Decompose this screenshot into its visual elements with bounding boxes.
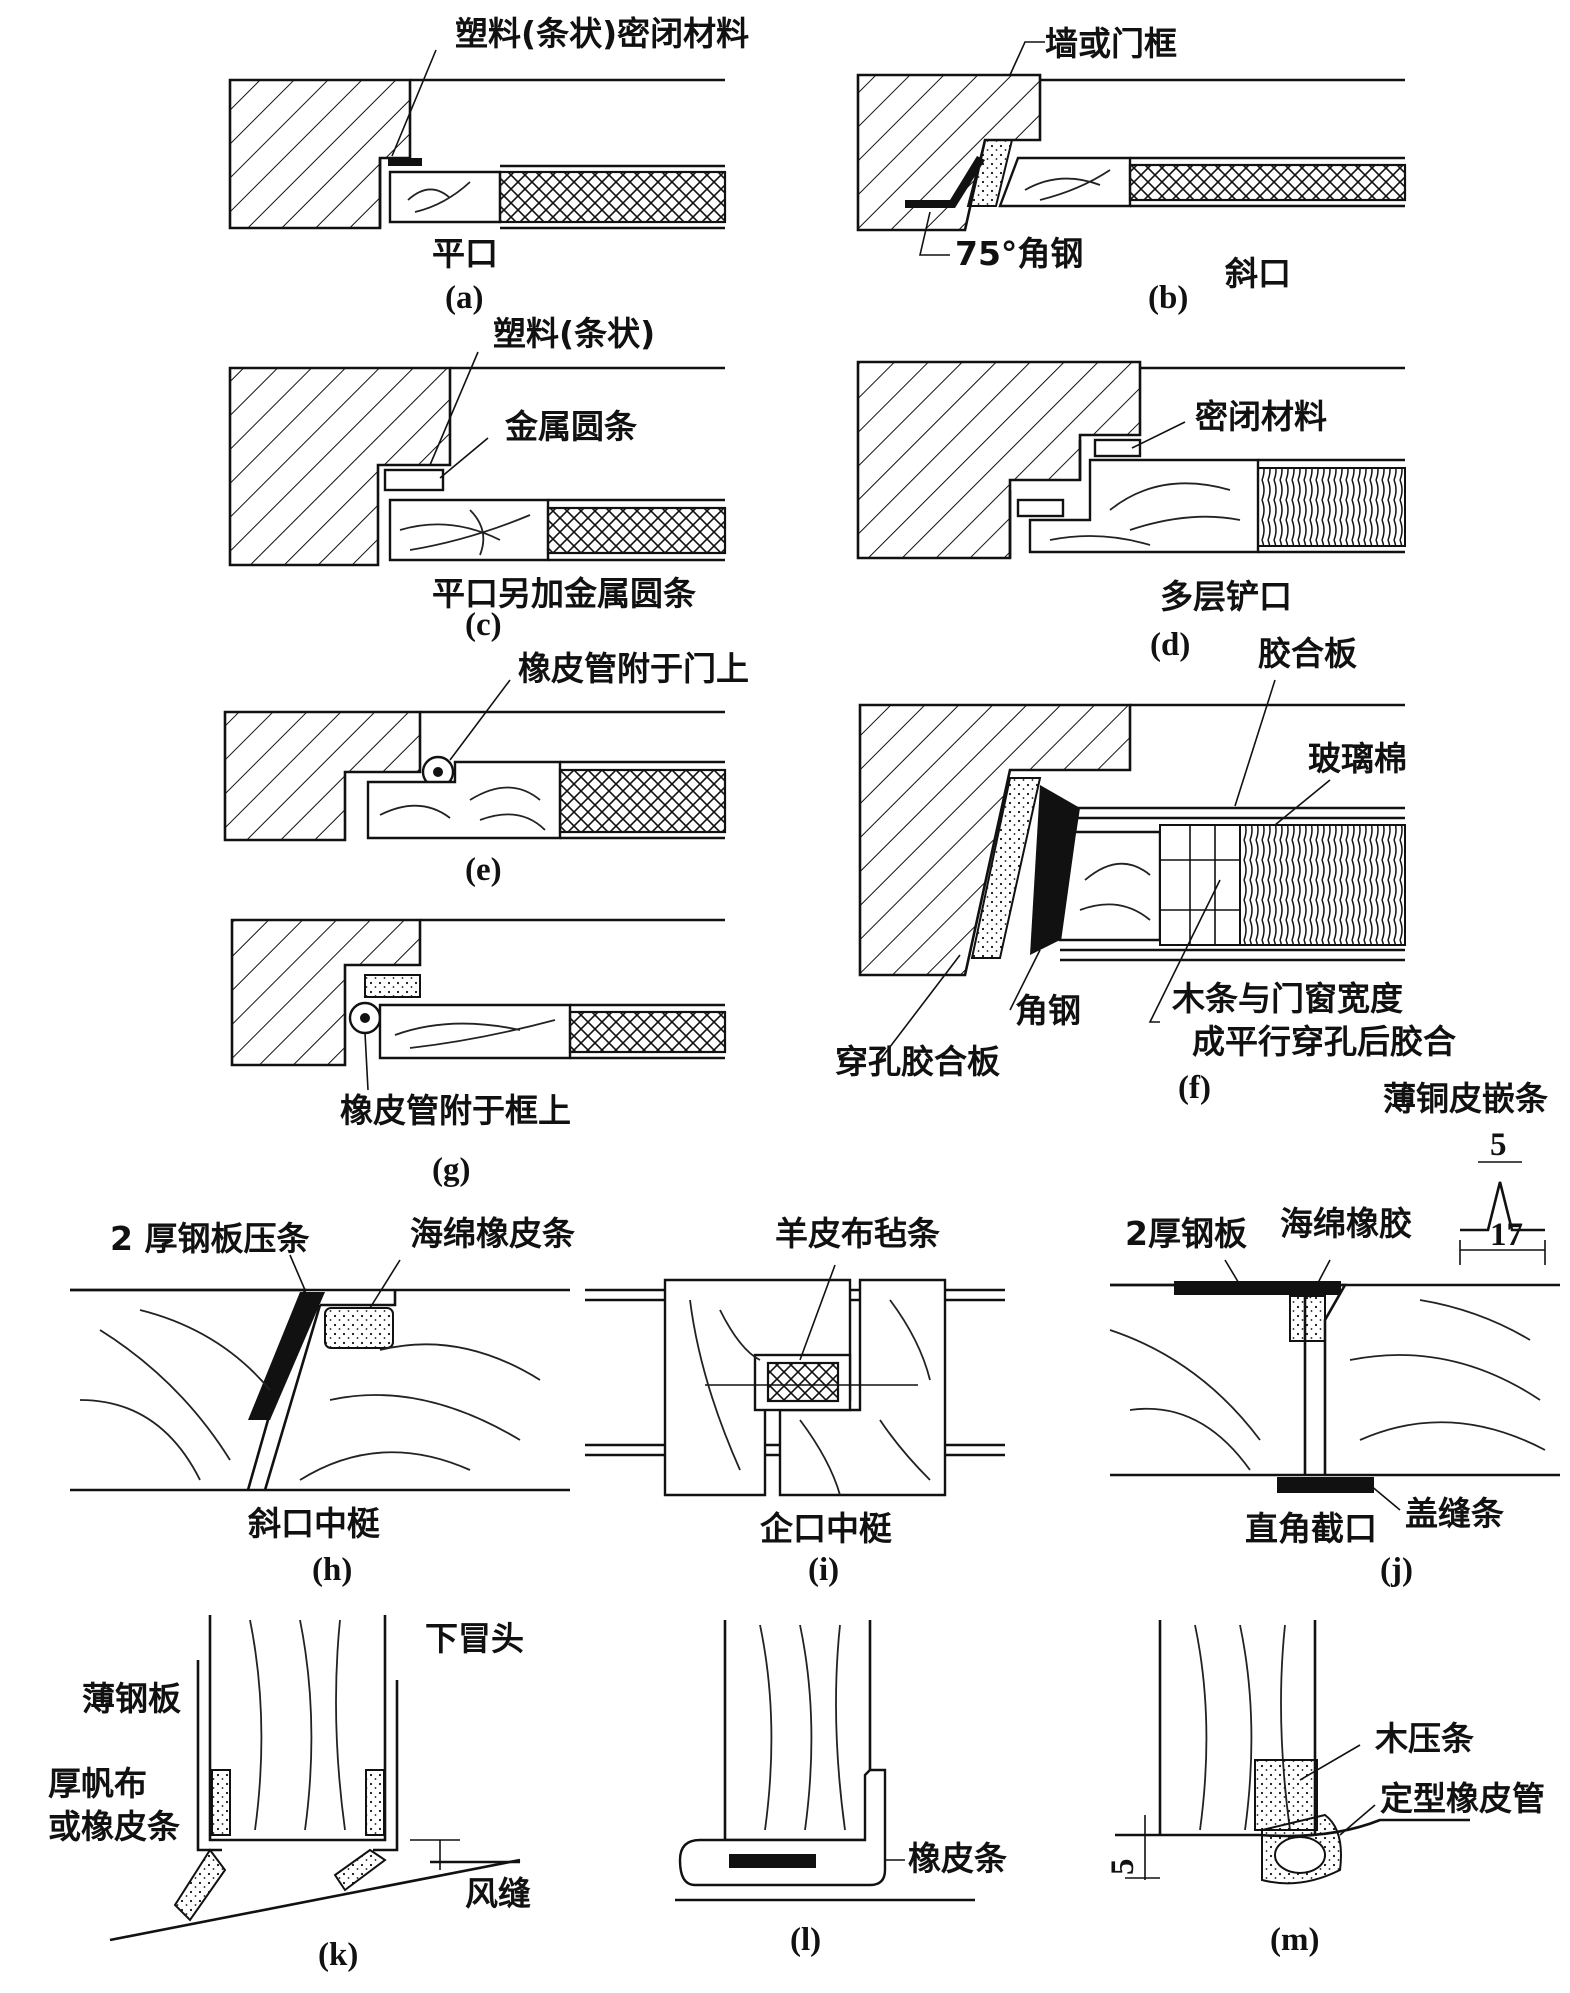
caption-k: (k): [318, 1937, 358, 1973]
label-k-canvas-1: 厚帆布: [48, 1764, 147, 1803]
label-f-wood-strip-1: 木条与门窗宽度: [1171, 979, 1403, 1018]
figure-i: 羊皮布毡条 企口中梃 (i): [585, 1214, 1005, 1588]
cover-strip-j: [1277, 1477, 1374, 1493]
label-h-steel-strip: 2 厚钢板压条: [110, 1219, 309, 1258]
title-i: 企口中梃: [760, 1509, 892, 1548]
label-d-sealing-material: 密闭材料: [1195, 397, 1327, 436]
label-h-sponge-strip: 海绵橡皮条: [410, 1214, 575, 1253]
label-k-canvas-2: 或橡皮条: [48, 1807, 180, 1846]
label-b-wall-frame: 墙或门框: [1045, 24, 1177, 63]
panel-f-glasswool: [1239, 824, 1406, 946]
figure-l: 橡皮条 (l): [675, 1620, 1007, 1958]
sponge-rubber-j: [1289, 1295, 1326, 1342]
caption-i: (i): [808, 1552, 839, 1588]
figure-d: 密闭材料 多层铲口 (d): [856, 360, 1406, 663]
figure-h: 2 厚钢板压条 海绵橡皮条 斜口中梃 (h): [70, 1214, 575, 1588]
label-l-rubber-strip: 橡皮条: [908, 1839, 1007, 1878]
title-b: 斜口: [1225, 254, 1291, 293]
label-i-felt-strip: 羊皮布毡条: [775, 1214, 940, 1253]
figure-e: 橡皮管附于门上 (e): [223, 649, 749, 888]
label-f-perforated-plywood: 穿孔胶合板: [835, 1042, 1000, 1081]
label-f-glasswool: 玻璃棉: [1308, 739, 1407, 778]
figure-f: 胶合板 玻璃棉 角钢 穿孔胶合板 木条与门窗宽度 成平行穿孔后胶合 (f): [835, 634, 1456, 1106]
felt-strip-i: [766, 1361, 840, 1403]
panel-d-glasswool: [1257, 467, 1406, 547]
caption-g: (g): [432, 1152, 470, 1188]
label-k-wind-gap: 风缝: [465, 1874, 531, 1913]
label-m-wood-batten: 木压条: [1374, 1719, 1474, 1758]
title-h: 斜口中梃: [248, 1504, 380, 1543]
caption-h: (h): [312, 1552, 352, 1588]
caption-e: (e): [465, 852, 502, 888]
steel-plate-j: [1174, 1281, 1341, 1295]
figure-a: 塑料(条状)密闭材料 平口 (a): [228, 14, 749, 316]
figure-k: 下冒头 薄钢板 厚帆布 或橡皮条 风缝 (k): [48, 1615, 531, 1973]
label-j-cover-strip: 盖缝条: [1405, 1494, 1504, 1533]
caption-a: (a): [445, 280, 483, 316]
sponge-strip-h: [324, 1307, 394, 1349]
label-j-brass-inlay: 薄铜皮嵌条: [1383, 1079, 1548, 1118]
label-g-rubber-tube-on-frame: 橡皮管附于框上: [340, 1091, 571, 1130]
figure-b: 墙或门框 75°角钢 斜口 (b): [856, 24, 1407, 316]
dim-m-5: 5: [1105, 1859, 1141, 1876]
label-f-plywood: 胶合板: [1258, 634, 1357, 673]
label-m-rubber-tube: 定型橡皮管: [1380, 1779, 1545, 1818]
caption-l: (l): [790, 1922, 821, 1958]
label-a-sealing-material: 塑料(条状)密闭材料: [455, 14, 749, 53]
caption-m: (m): [1270, 1922, 1319, 1958]
figure-c: 塑料(条状) 金属圆条 平口另加金属圆条 (c): [228, 314, 727, 643]
figure-m: 木压条 定型橡皮管 5 (m): [1105, 1620, 1545, 1958]
label-k-bottom-rail: 下冒头: [425, 1619, 524, 1658]
dim-j-5: 5: [1490, 1127, 1507, 1163]
label-k-thin-steel: 薄钢板: [82, 1679, 181, 1718]
label-f-angle-steel: 角钢: [1015, 991, 1081, 1030]
label-f-wood-strip-2: 成平行穿孔后胶合: [1192, 1022, 1456, 1061]
label-c-metal-rod: 金属圆条: [504, 407, 637, 446]
caption-f: (f): [1178, 1070, 1211, 1106]
caption-b: (b): [1148, 280, 1188, 316]
title-j: 直角截口: [1245, 1509, 1377, 1548]
label-c-plastic-strip: 塑料(条状): [493, 314, 655, 353]
caption-c: (c): [465, 607, 502, 643]
caption-j: (j): [1380, 1552, 1413, 1588]
label-e-rubber-tube-on-door: 橡皮管附于门上: [518, 649, 749, 688]
wood-batten-m: [1254, 1759, 1318, 1831]
label-j-sponge-rubber: 海绵橡胶: [1280, 1204, 1412, 1243]
figure-j: 2厚钢板 海绵橡胶 盖缝条 薄铜皮嵌条 5 17 直角截口 (j): [1109, 1079, 1560, 1588]
title-a: 平口: [432, 234, 498, 273]
brass-inlay-detail: [1459, 1161, 1546, 1265]
label-j-steel-plate: 2厚钢板: [1125, 1214, 1247, 1253]
dim-j-17: 17: [1490, 1217, 1523, 1253]
label-b-angle-steel: 75°角钢: [955, 234, 1083, 273]
figure-g: 橡皮管附于框上 (g): [230, 918, 727, 1188]
title-d: 多层铲口: [1160, 577, 1292, 616]
caption-d: (d): [1150, 627, 1190, 663]
title-c: 平口另加金属圆条: [432, 574, 696, 613]
